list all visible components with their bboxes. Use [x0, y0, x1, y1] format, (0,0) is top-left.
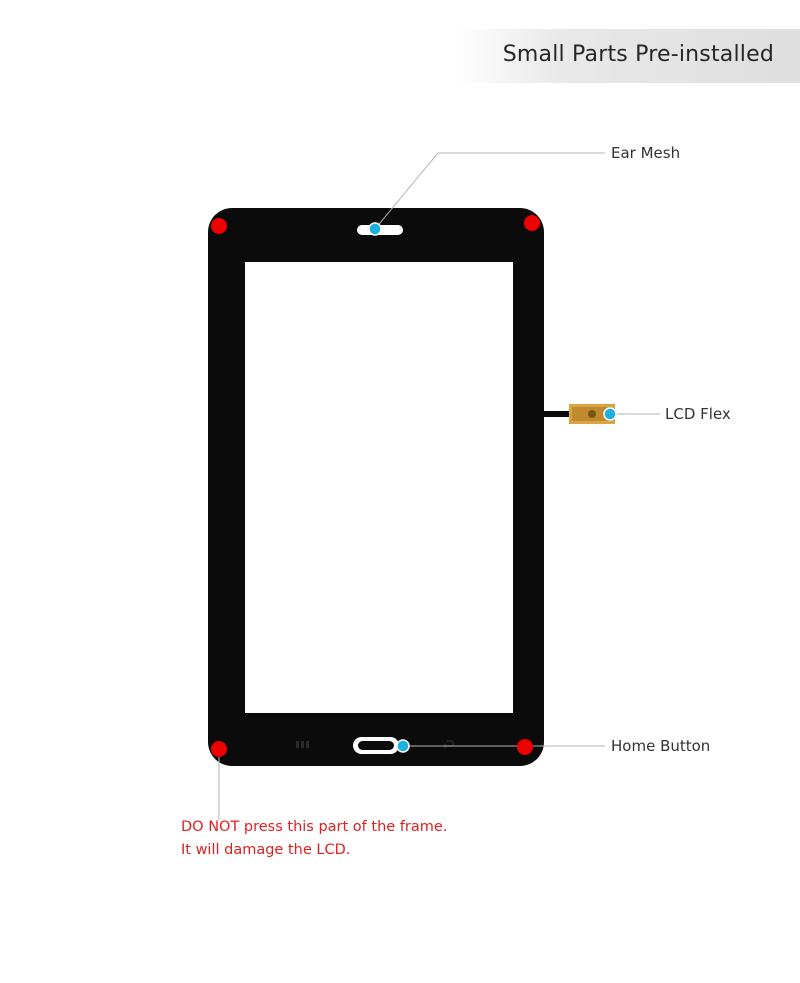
- leader-lines: [218, 152, 660, 820]
- ear-mesh-leader: [374, 152, 605, 230]
- warning-line-2: It will damage the LCD.: [181, 842, 351, 858]
- ear-mesh-label: Ear Mesh: [611, 144, 681, 162]
- lcd-flex-label: LCD Flex: [665, 405, 731, 423]
- page-title: Small Parts Pre-installed: [502, 42, 774, 67]
- menu-icon: [296, 741, 309, 748]
- callout-dots: [368, 222, 617, 753]
- warning-line-1: DO NOT press this part of the frame.: [181, 819, 448, 835]
- lcd-flex-cable: [542, 411, 570, 417]
- warning-dot-top-left: [211, 218, 227, 234]
- warning-dot-bottom-left: [211, 741, 227, 757]
- ear-mesh-dot: [368, 222, 382, 236]
- header-banner: Small Parts Pre-installed: [455, 29, 800, 83]
- warning-dots: [211, 215, 540, 757]
- warning-dot-top-right: [524, 215, 540, 231]
- home-button-label: Home Button: [611, 737, 711, 755]
- lcd-flex-dot: [603, 407, 617, 421]
- warning-dot-bottom-right: [517, 739, 533, 755]
- home-button-dot: [396, 739, 410, 753]
- screen-glass-area: [245, 262, 513, 713]
